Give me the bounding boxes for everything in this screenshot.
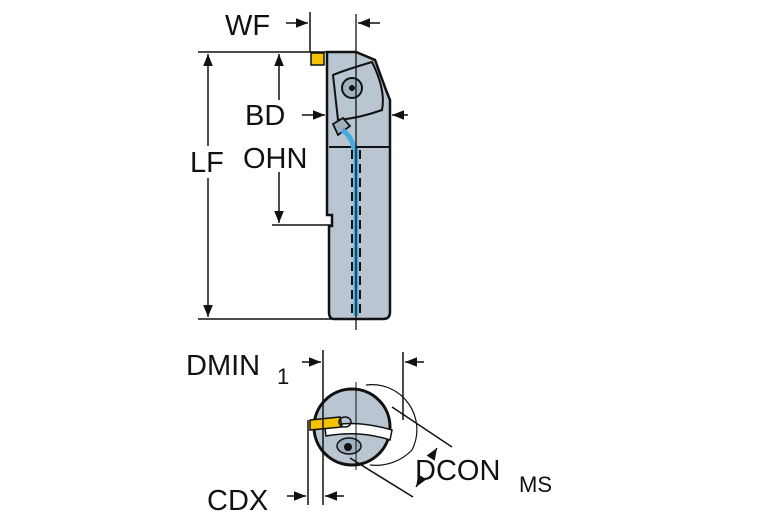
cdx-label: CDX (207, 485, 268, 517)
side-view: WF BD LF OHN (190, 10, 408, 330)
coolant-channel (340, 127, 357, 151)
dimension-lines (287, 350, 453, 505)
dcon-label: DCON (415, 455, 500, 487)
wf-label: WF (225, 10, 270, 42)
end-view: DMIN 1 CDX DCON MS (186, 350, 552, 517)
ohn-label: OHN (243, 143, 307, 175)
clamp-part (331, 116, 352, 137)
dmin-label: DMIN (186, 350, 260, 382)
dimension-lines (198, 12, 408, 320)
lf-label: LF (190, 147, 224, 179)
insert (309, 416, 343, 431)
dcon-subscript: MS (519, 472, 552, 497)
dmin-subscript: 1 (277, 364, 289, 389)
bd-label: BD (245, 100, 285, 132)
insert (310, 52, 325, 66)
